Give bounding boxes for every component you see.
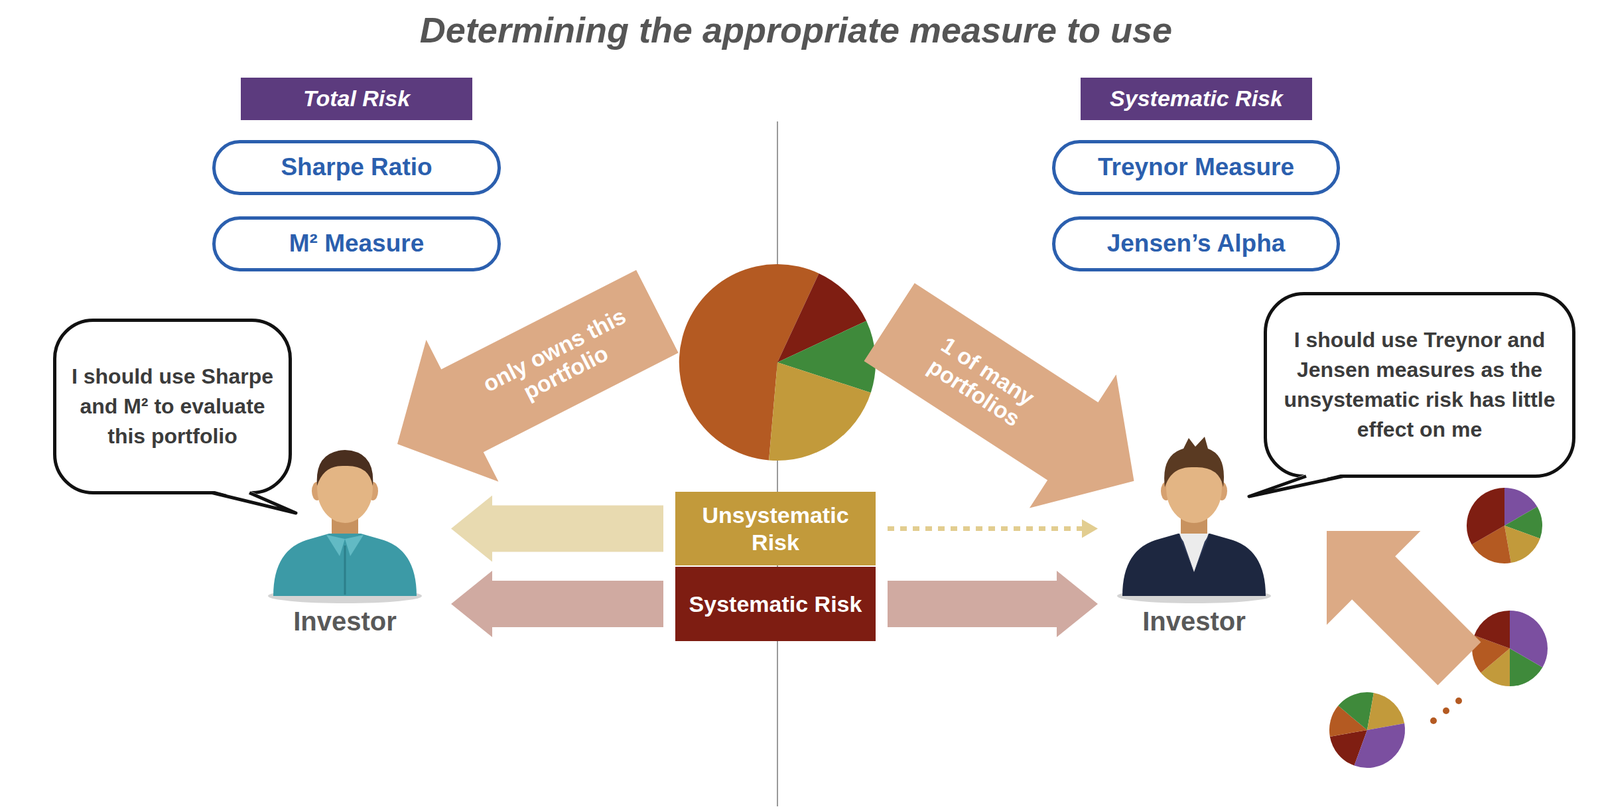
arrow-body (360, 240, 694, 515)
risk-box: Unsystematic Risk (675, 491, 876, 566)
node-text: Systematic Risk (1109, 85, 1283, 112)
pie-slice (1493, 605, 1562, 667)
bubble-body (1265, 293, 1575, 477)
pie-slice (768, 362, 871, 461)
arrow-text-area: 1 of many portfolios (863, 282, 1098, 480)
node-text: Treynor Measure (1097, 153, 1295, 182)
arrow-head (1081, 519, 1098, 538)
arrow-body (845, 255, 1178, 548)
dot (1455, 697, 1463, 704)
risk-box: Systematic Risk (675, 566, 876, 641)
block-connector (451, 570, 664, 637)
small-pie (1466, 487, 1543, 564)
speech-bubble: I should use Treynor and Jensen measures… (1263, 291, 1576, 478)
person-icon (1114, 424, 1274, 604)
small-pie (1318, 681, 1416, 779)
node-text: M² Measure (289, 229, 425, 259)
node-text: I should use Sharpe and M² to evaluate t… (68, 361, 276, 451)
node-text: Investor (1114, 604, 1274, 637)
node-text: Systematic Risk (689, 590, 863, 617)
dotted-line (887, 526, 1082, 531)
node-text: I should use Treynor and Jensen measures… (1279, 325, 1560, 444)
block-connector (451, 495, 664, 562)
investor-figure: Investor (265, 424, 425, 637)
person-label-area: Investor (265, 604, 425, 637)
bubble-tail-line (212, 492, 296, 514)
investor-figure: Investor (1114, 424, 1274, 637)
risk-heading: Total Risk (240, 77, 473, 121)
node-text: Jensen’s Alpha (1107, 229, 1286, 259)
node-text: Sharpe Ratio (280, 153, 432, 182)
dotted-arrow (887, 519, 1098, 538)
risk-heading: Systematic Risk (1080, 77, 1313, 121)
node-text: only owns this portfolio (459, 293, 661, 430)
divider-line (776, 121, 779, 806)
measure-pill: Sharpe Ratio (212, 139, 501, 196)
node-text: 1 of many portfolios (882, 305, 1079, 458)
measure-pill: M² Measure (212, 216, 501, 272)
node-text: Unsystematic Risk (688, 501, 863, 555)
pie-slice (1354, 711, 1410, 779)
bubble-tail-line (1249, 476, 1344, 497)
person-label-area: Investor (1114, 604, 1274, 637)
pie-slice (1466, 487, 1505, 545)
speech-bubble: I should use Sharpe and M² to evaluate t… (53, 318, 292, 495)
dot (1430, 717, 1437, 724)
ellipsis-dots (1430, 697, 1463, 724)
measure-pill: Jensen’s Alpha (1052, 216, 1340, 272)
block-connector (887, 570, 1098, 637)
bubble-tail-fill (1249, 473, 1344, 497)
bubble-body (55, 320, 291, 493)
portfolios-arrow (1326, 530, 1482, 686)
node-text: Total Risk (303, 85, 410, 112)
portfolio-pie (679, 264, 876, 461)
bubble-outline (1263, 291, 1576, 478)
title: Determining the appropriate measure to u… (0, 7, 1593, 52)
bubble-tail-fill (212, 490, 296, 513)
block-arrow: 1 of many portfolios (845, 255, 1178, 548)
arrow-text-area: only owns this portfolio (441, 269, 679, 453)
node-text: Investor (265, 604, 425, 637)
measure-pill: Treynor Measure (1052, 139, 1340, 196)
block-arrow: only owns this portfolio (360, 240, 694, 515)
dot (1442, 707, 1450, 714)
person-icon (265, 424, 425, 604)
